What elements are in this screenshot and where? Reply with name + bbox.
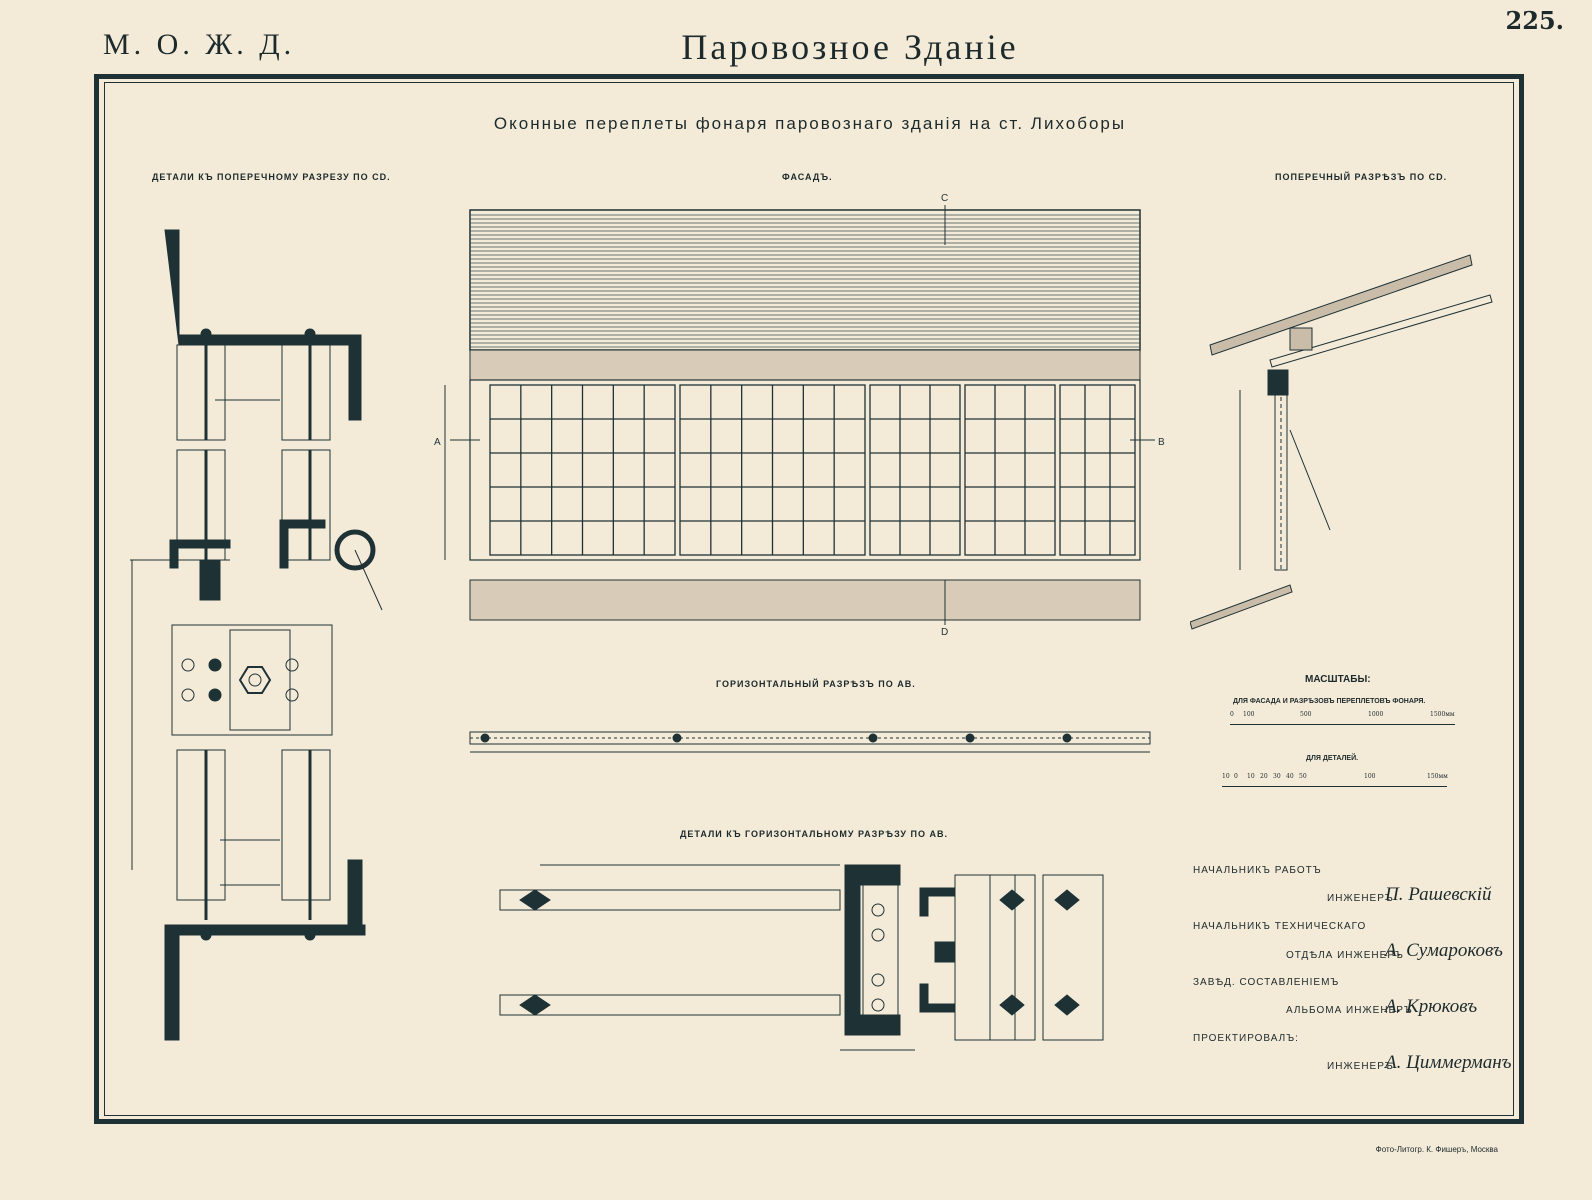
- scale-tick: 30: [1273, 773, 1281, 780]
- section-cd-drawing: [1190, 254, 1493, 630]
- scales-facade-caption: ДЛЯ ФАСАДА И РАЗРѢЗОВЪ ПЕРЕПЛЕТОВЪ ФОНАР…: [1233, 698, 1426, 705]
- scale-tick: 0: [1230, 711, 1234, 718]
- scale-tick: 50: [1299, 773, 1307, 780]
- scale-bar-details: 10 0 10 20 30 40 50 100 150мм: [1222, 773, 1448, 793]
- details-ab-drawing: [499, 864, 1104, 1051]
- scale-tick: 10: [1222, 773, 1230, 780]
- sig-role: ЗАВѢД. СОСТАВЛЕНIЕМЪ: [1193, 977, 1340, 988]
- scale-tick: 150мм: [1427, 773, 1448, 780]
- details-cd-drawing: [130, 229, 383, 1041]
- sig-name: П. Рашевскiй: [1385, 884, 1492, 905]
- label-facade: ФАСАДЪ.: [782, 172, 833, 182]
- scale-tick: 100: [1364, 773, 1376, 780]
- drawing-frame: [94, 74, 1524, 1124]
- section-ab-drawing: [469, 731, 1151, 753]
- label-details-cd: ДЕТАЛИ КЪ ПОПЕРЕЧНОМУ РАЗРЕЗУ ПО CD.: [152, 172, 391, 182]
- label-section-cd: ПОПЕРЕЧНЫЙ РАЗРѢЗЪ ПО CD.: [1275, 172, 1448, 182]
- scale-tick: 500: [1300, 711, 1312, 718]
- sig-role: ОТДѢЛА ИНЖЕНЕРЪ: [1286, 950, 1404, 961]
- facade-drawing: C D A B: [434, 193, 1165, 635]
- drawing-frame-inner: [104, 82, 1514, 1116]
- marker-c: C: [941, 193, 948, 204]
- printer-credit: Фото-Литогр. К. Фишеръ, Москва: [1375, 1145, 1498, 1154]
- label-section-ab: ГОРИЗОНТАЛЬНЫЙ РАЗРѢЗЪ ПО АВ.: [716, 679, 916, 689]
- sig-role: НАЧАЛЬНИКЪ ТЕХНИЧЕСКАГО: [1193, 921, 1367, 932]
- scale-bar-facade: 0 100 500 1000 1500мм: [1230, 711, 1455, 731]
- scale-tick: 40: [1286, 773, 1294, 780]
- sig-role: ПРОЕКТИРОВАЛЪ:: [1193, 1033, 1299, 1044]
- sig-role: ИНЖЕНЕРЪ: [1327, 893, 1394, 904]
- sig-name: А. Сумароковъ: [1385, 940, 1503, 961]
- sheet-number: 225.: [1505, 6, 1564, 35]
- scales-details-caption: ДЛЯ ДЕТАЛЕЙ.: [1306, 755, 1359, 762]
- scale-tick: 1000: [1368, 711, 1384, 718]
- sig-name: А. Крюковъ: [1385, 996, 1478, 1017]
- marker-a: A: [434, 437, 441, 448]
- sheet-title: Оконные переплеты фонаря паровознаго зда…: [493, 114, 1127, 133]
- building-heading: Паровозное Зданiе: [681, 27, 1019, 67]
- label-details-ab: ДЕТАЛИ КЪ ГОРИЗОНТАЛЬНОМУ РАЗРѢЗУ ПО АВ.: [680, 829, 948, 839]
- scale-tick: 10: [1247, 773, 1255, 780]
- sig-role: НАЧАЛЬНИКЪ РАБОТЪ: [1193, 865, 1322, 876]
- railway-abbreviation: М. О. Ж. Д.: [103, 28, 296, 61]
- scale-tick: 100: [1243, 711, 1255, 718]
- marker-b: B: [1158, 437, 1165, 448]
- scale-tick: 1500мм: [1430, 711, 1455, 718]
- sig-name: А. Циммерманъ: [1385, 1052, 1512, 1073]
- sig-role: АЛЬБОМА ИНЖЕНЕРЪ: [1286, 1005, 1413, 1016]
- scales-title: МАСШТАБЫ:: [1305, 674, 1371, 685]
- scale-tick: 0: [1234, 773, 1238, 780]
- scale-tick: 20: [1260, 773, 1268, 780]
- sig-role: ИНЖЕНЕРЪ: [1327, 1061, 1394, 1072]
- marker-d: D: [941, 627, 948, 635]
